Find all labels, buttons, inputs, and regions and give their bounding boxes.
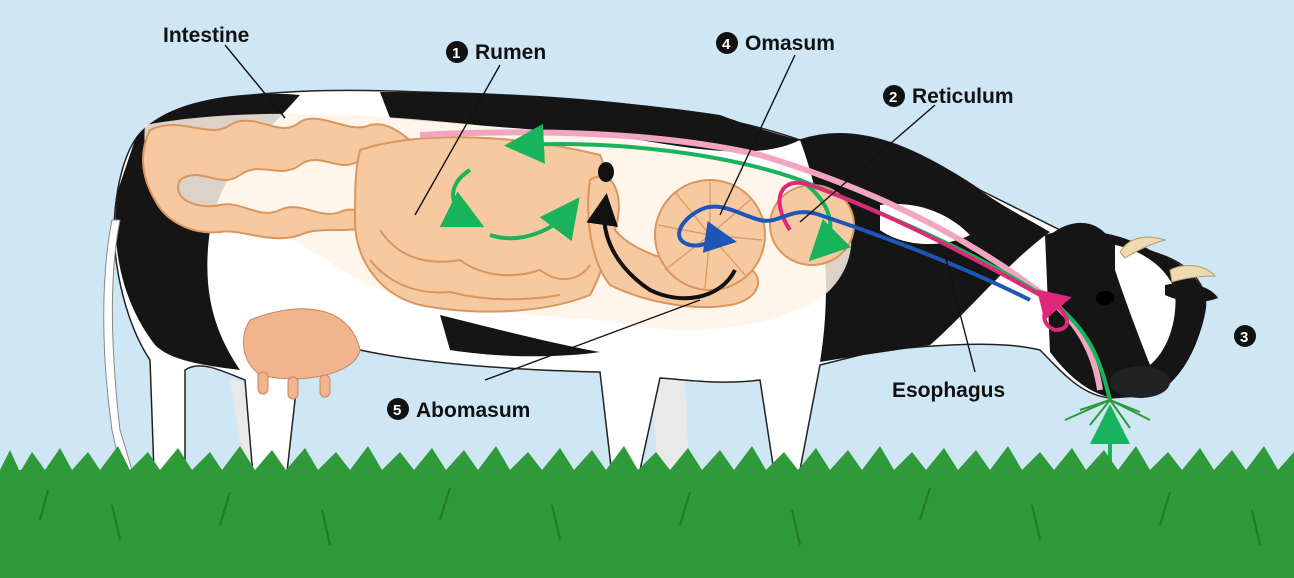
label-esophagus: Esophagus — [892, 379, 1005, 402]
svg-text:Abomasum: Abomasum — [416, 399, 530, 422]
label-step-3: 3 — [1234, 325, 1256, 347]
rumen-organ — [355, 137, 611, 311]
svg-text:1: 1 — [452, 45, 460, 62]
svg-text:Omasum: Omasum — [745, 32, 835, 55]
label-omasum: 4 Omasum — [716, 32, 835, 55]
svg-text:Rumen: Rumen — [475, 41, 546, 64]
svg-text:2: 2 — [889, 89, 897, 106]
svg-text:3: 3 — [1240, 329, 1248, 346]
label-intestine: Intestine — [163, 24, 249, 47]
label-rumen: 1 Rumen — [446, 41, 546, 64]
svg-text:5: 5 — [393, 402, 401, 419]
svg-text:Reticulum: Reticulum — [912, 85, 1014, 108]
svg-text:4: 4 — [722, 36, 731, 53]
